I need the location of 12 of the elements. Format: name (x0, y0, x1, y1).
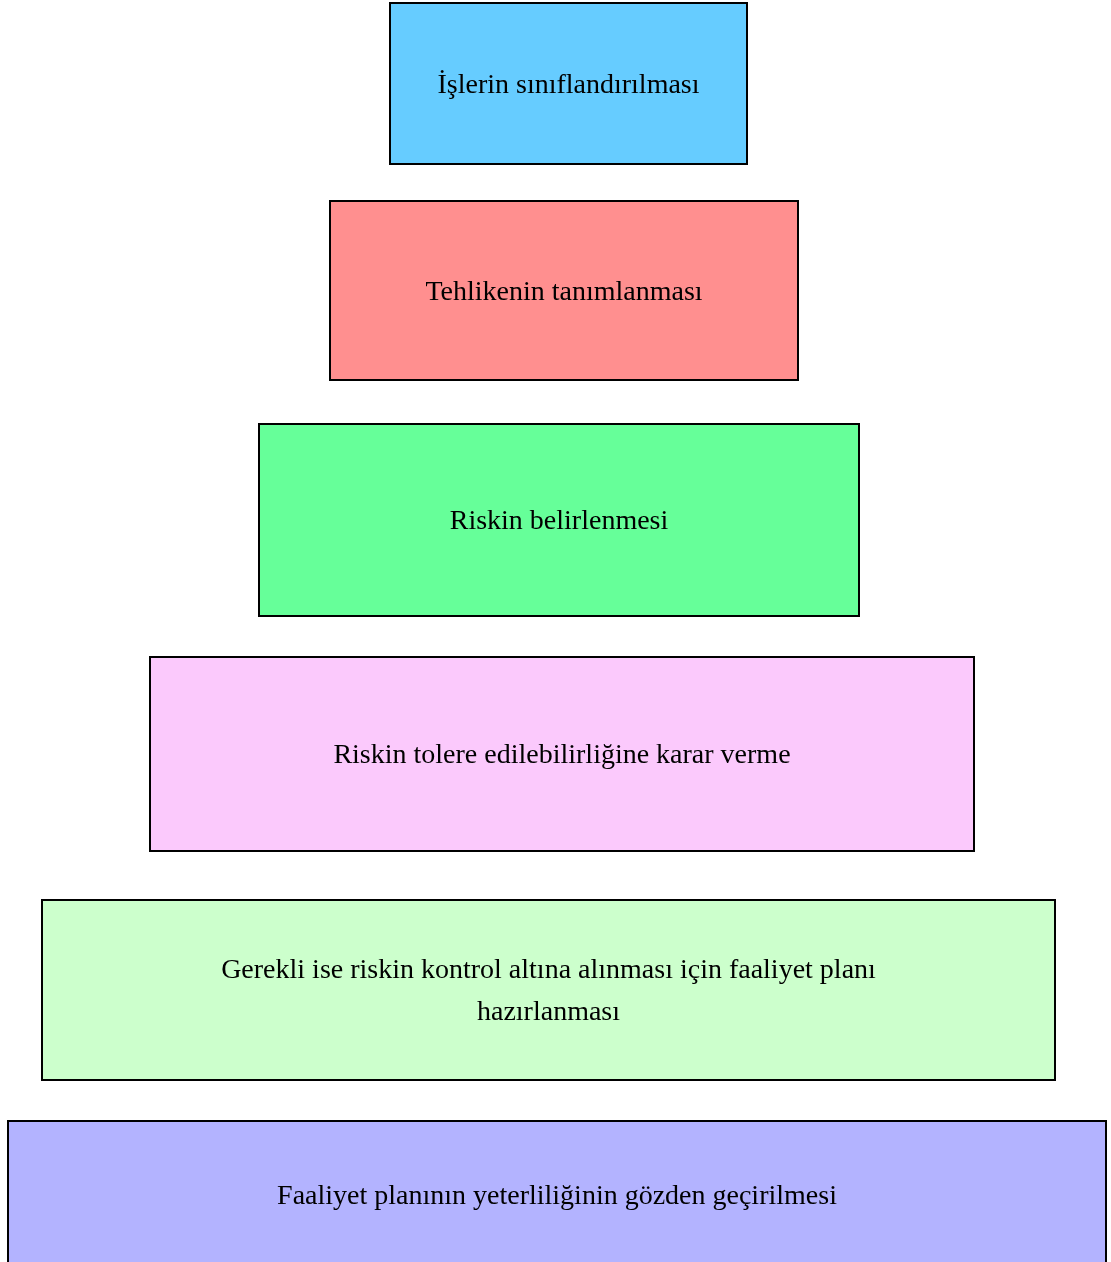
step-label: Riskin belirlenmesi (448, 503, 670, 537)
process-box (258, 423, 860, 617)
step-label: Tehlikenin tanımlanması (424, 273, 704, 308)
step-label: İşlerin sınıflandırılması (436, 66, 701, 101)
process-box (149, 656, 975, 852)
process-box (41, 899, 1056, 1081)
step-label: Gerekli ise riskin kontrol altına alınması için faaliyet planı hazırlanması (220, 952, 877, 1028)
process-box (7, 1120, 1107, 1262)
step-label: Faaliyet planının yeterliliğinin gözden geçirilmesi (276, 1178, 838, 1212)
step-label: Riskin tolere edilebilirliğine karar verme (332, 737, 792, 771)
process-box (329, 200, 799, 381)
process-box (389, 2, 748, 165)
